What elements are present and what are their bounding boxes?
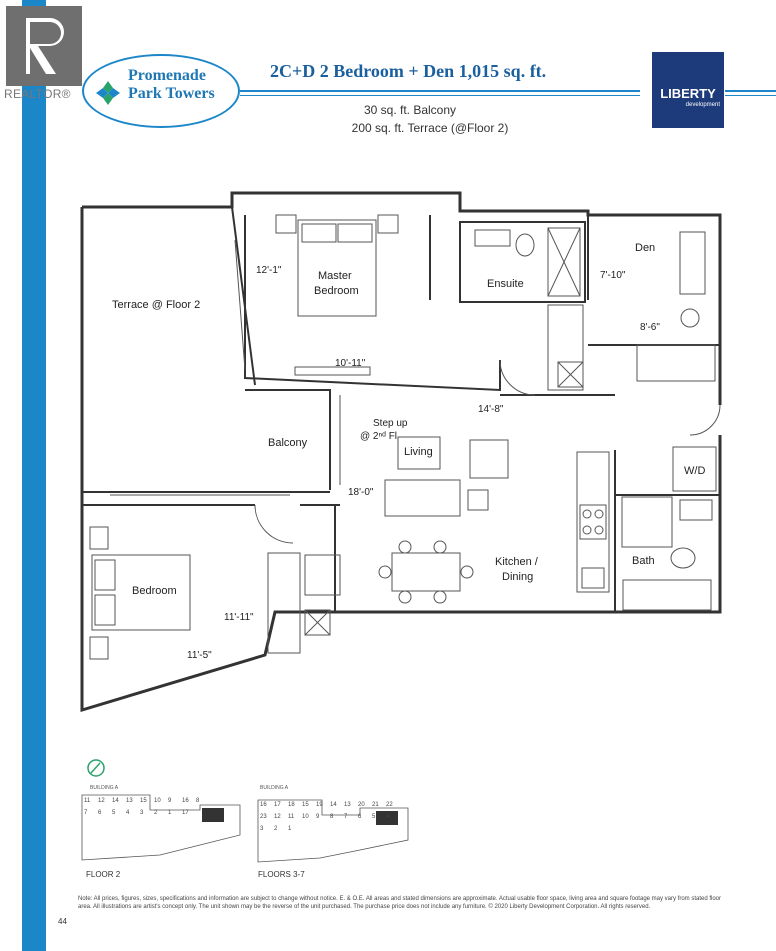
- keyplate-unit: 11: [288, 814, 295, 820]
- floor-plan-walls: [80, 191, 722, 713]
- keyplate-unit: 6: [98, 810, 102, 816]
- dim-living-width: 14'-8": [478, 404, 504, 415]
- step-up-line1: Step up: [373, 418, 408, 429]
- building-sidebar: [22, 0, 46, 951]
- dim-living-length: 18'-0": [348, 487, 374, 498]
- keyplate-unit: 2: [274, 826, 278, 832]
- project-name: Promenade Park Towers: [128, 67, 215, 103]
- keyplate-highlight-floors37: [376, 811, 398, 825]
- floor-plan-fixtures: [89, 214, 721, 660]
- dim-bedroom-width: 11'-11": [224, 612, 254, 623]
- keyplate-unit: 15: [140, 798, 147, 804]
- keyplate-unit: 18: [288, 802, 295, 808]
- realtor-mark: REALTOR®: [4, 87, 71, 101]
- keyplate-unit: 10: [154, 798, 161, 804]
- keyplate-unit: 4: [126, 810, 130, 816]
- north-arrow-icon: [87, 759, 105, 777]
- keyplate-unit: 13: [344, 802, 351, 808]
- dim-master-length: 10'-11": [335, 358, 366, 369]
- keyplate-unit: 2: [154, 810, 158, 816]
- title-rule-right: [725, 90, 776, 92]
- developer-sub: development: [685, 102, 720, 108]
- keyplate-unit: 12: [274, 814, 281, 820]
- keyplate-unit: 14: [112, 798, 119, 804]
- step-up-line2: @ 2ⁿᵈ Fl: [360, 431, 398, 442]
- keyplate-unit: 15: [302, 802, 309, 808]
- room-terrace: Terrace @ Floor 2: [112, 299, 201, 311]
- keyplate-unit: 23: [260, 814, 267, 820]
- legal-note: Note: All prices, figures, sizes, specif…: [78, 896, 722, 910]
- room-den: Den: [635, 242, 656, 254]
- keyplate-unit: 7: [84, 810, 88, 816]
- developer-logo: LIBERTY development: [652, 52, 724, 128]
- project-name-line1: Promenade: [128, 67, 206, 84]
- room-master-line1: Master: [318, 270, 352, 282]
- keyplate-unit: 1: [168, 810, 172, 816]
- room-kitchen-line2: Dining: [502, 571, 534, 583]
- keyplate-unit: 16: [260, 802, 267, 808]
- dim-den-length: 8'-6": [640, 322, 660, 333]
- keyplate-unit: 5: [112, 810, 116, 816]
- room-living: Living: [404, 446, 433, 458]
- keyplate-unit: 13: [126, 798, 133, 804]
- keyplate-unit: 22: [386, 802, 393, 808]
- keyplate-floors37-building: BUILDING A: [260, 785, 289, 791]
- keyplate-unit: 9: [316, 814, 320, 820]
- keyplate-unit: 5: [372, 814, 376, 820]
- title-rule-right-thin: [725, 95, 776, 96]
- title-rule-thin: [240, 95, 640, 96]
- keyplate-unit: 8: [330, 814, 334, 820]
- room-bedroom: Bedroom: [132, 585, 177, 597]
- dim-den-width: 7'-10": [600, 270, 626, 281]
- keyplate-unit: 17: [274, 802, 281, 808]
- keyplate-unit: 9: [168, 798, 172, 804]
- keyplate-floor2-units: 11 12 14 13 15 10 9 16 8 7 6 5 4 3 2 1 17: [84, 798, 234, 858]
- project-logo-icon: [96, 81, 120, 105]
- keyplate-floor2-label: FLOOR 2: [86, 870, 121, 879]
- title-rule: [240, 90, 640, 92]
- keyplate-floors37-label: FLOORS 3-7: [258, 870, 305, 879]
- room-bath: Bath: [632, 555, 655, 567]
- north-arrow-pointer: [90, 762, 101, 774]
- balcony-area: 30 sq. ft. Balcony: [363, 103, 457, 117]
- keyplate-unit: 14: [330, 802, 337, 808]
- room-ensuite: Ensuite: [487, 278, 524, 290]
- keyplate-unit: 7: [344, 814, 348, 820]
- developer-name: LIBERTY: [660, 86, 716, 101]
- realtor-logo: [6, 6, 82, 86]
- keyplate-unit: 8: [196, 798, 200, 804]
- keyplate-drawings: [81, 794, 409, 863]
- keyplate-floor2-building: BUILDING A: [90, 785, 119, 791]
- keyplate-unit: 10: [302, 814, 309, 820]
- keyplate-unit: 1: [288, 826, 292, 832]
- project-name-line2: Park Towers: [128, 85, 215, 102]
- dim-master-width: 12'-1": [256, 265, 282, 276]
- keyplate-unit: 19: [316, 802, 323, 808]
- keyplate-unit: 4: [386, 814, 390, 820]
- keyplate-unit: 16: [182, 798, 189, 804]
- keyplate-unit: 6: [358, 814, 362, 820]
- dim-bedroom-length: 11'-5": [187, 650, 212, 661]
- keyplate-unit: 11: [84, 798, 91, 804]
- keyplate-unit: 20: [358, 802, 365, 808]
- room-kitchen-line1: Kitchen /: [495, 556, 538, 568]
- keyplate-unit: 3: [260, 826, 264, 832]
- keyplate-unit: 12: [98, 798, 105, 804]
- page-number: 44: [58, 917, 67, 926]
- keyplate-unit: 17: [182, 810, 189, 816]
- room-balcony: Balcony: [268, 437, 308, 449]
- keyplate-unit: 21: [372, 802, 379, 808]
- keyplate-highlight-floor2: [202, 808, 224, 822]
- unit-title: 2C+D 2 Bedroom + Den 1,015 sq. ft.: [270, 61, 547, 81]
- room-master-line2: Bedroom: [314, 285, 359, 297]
- terrace-area: 200 sq. ft. Terrace (@Floor 2): [351, 121, 509, 135]
- keyplate-unit: 3: [140, 810, 144, 816]
- realtor-r-icon: [26, 18, 64, 74]
- room-washer-dryer: W/D: [684, 465, 706, 477]
